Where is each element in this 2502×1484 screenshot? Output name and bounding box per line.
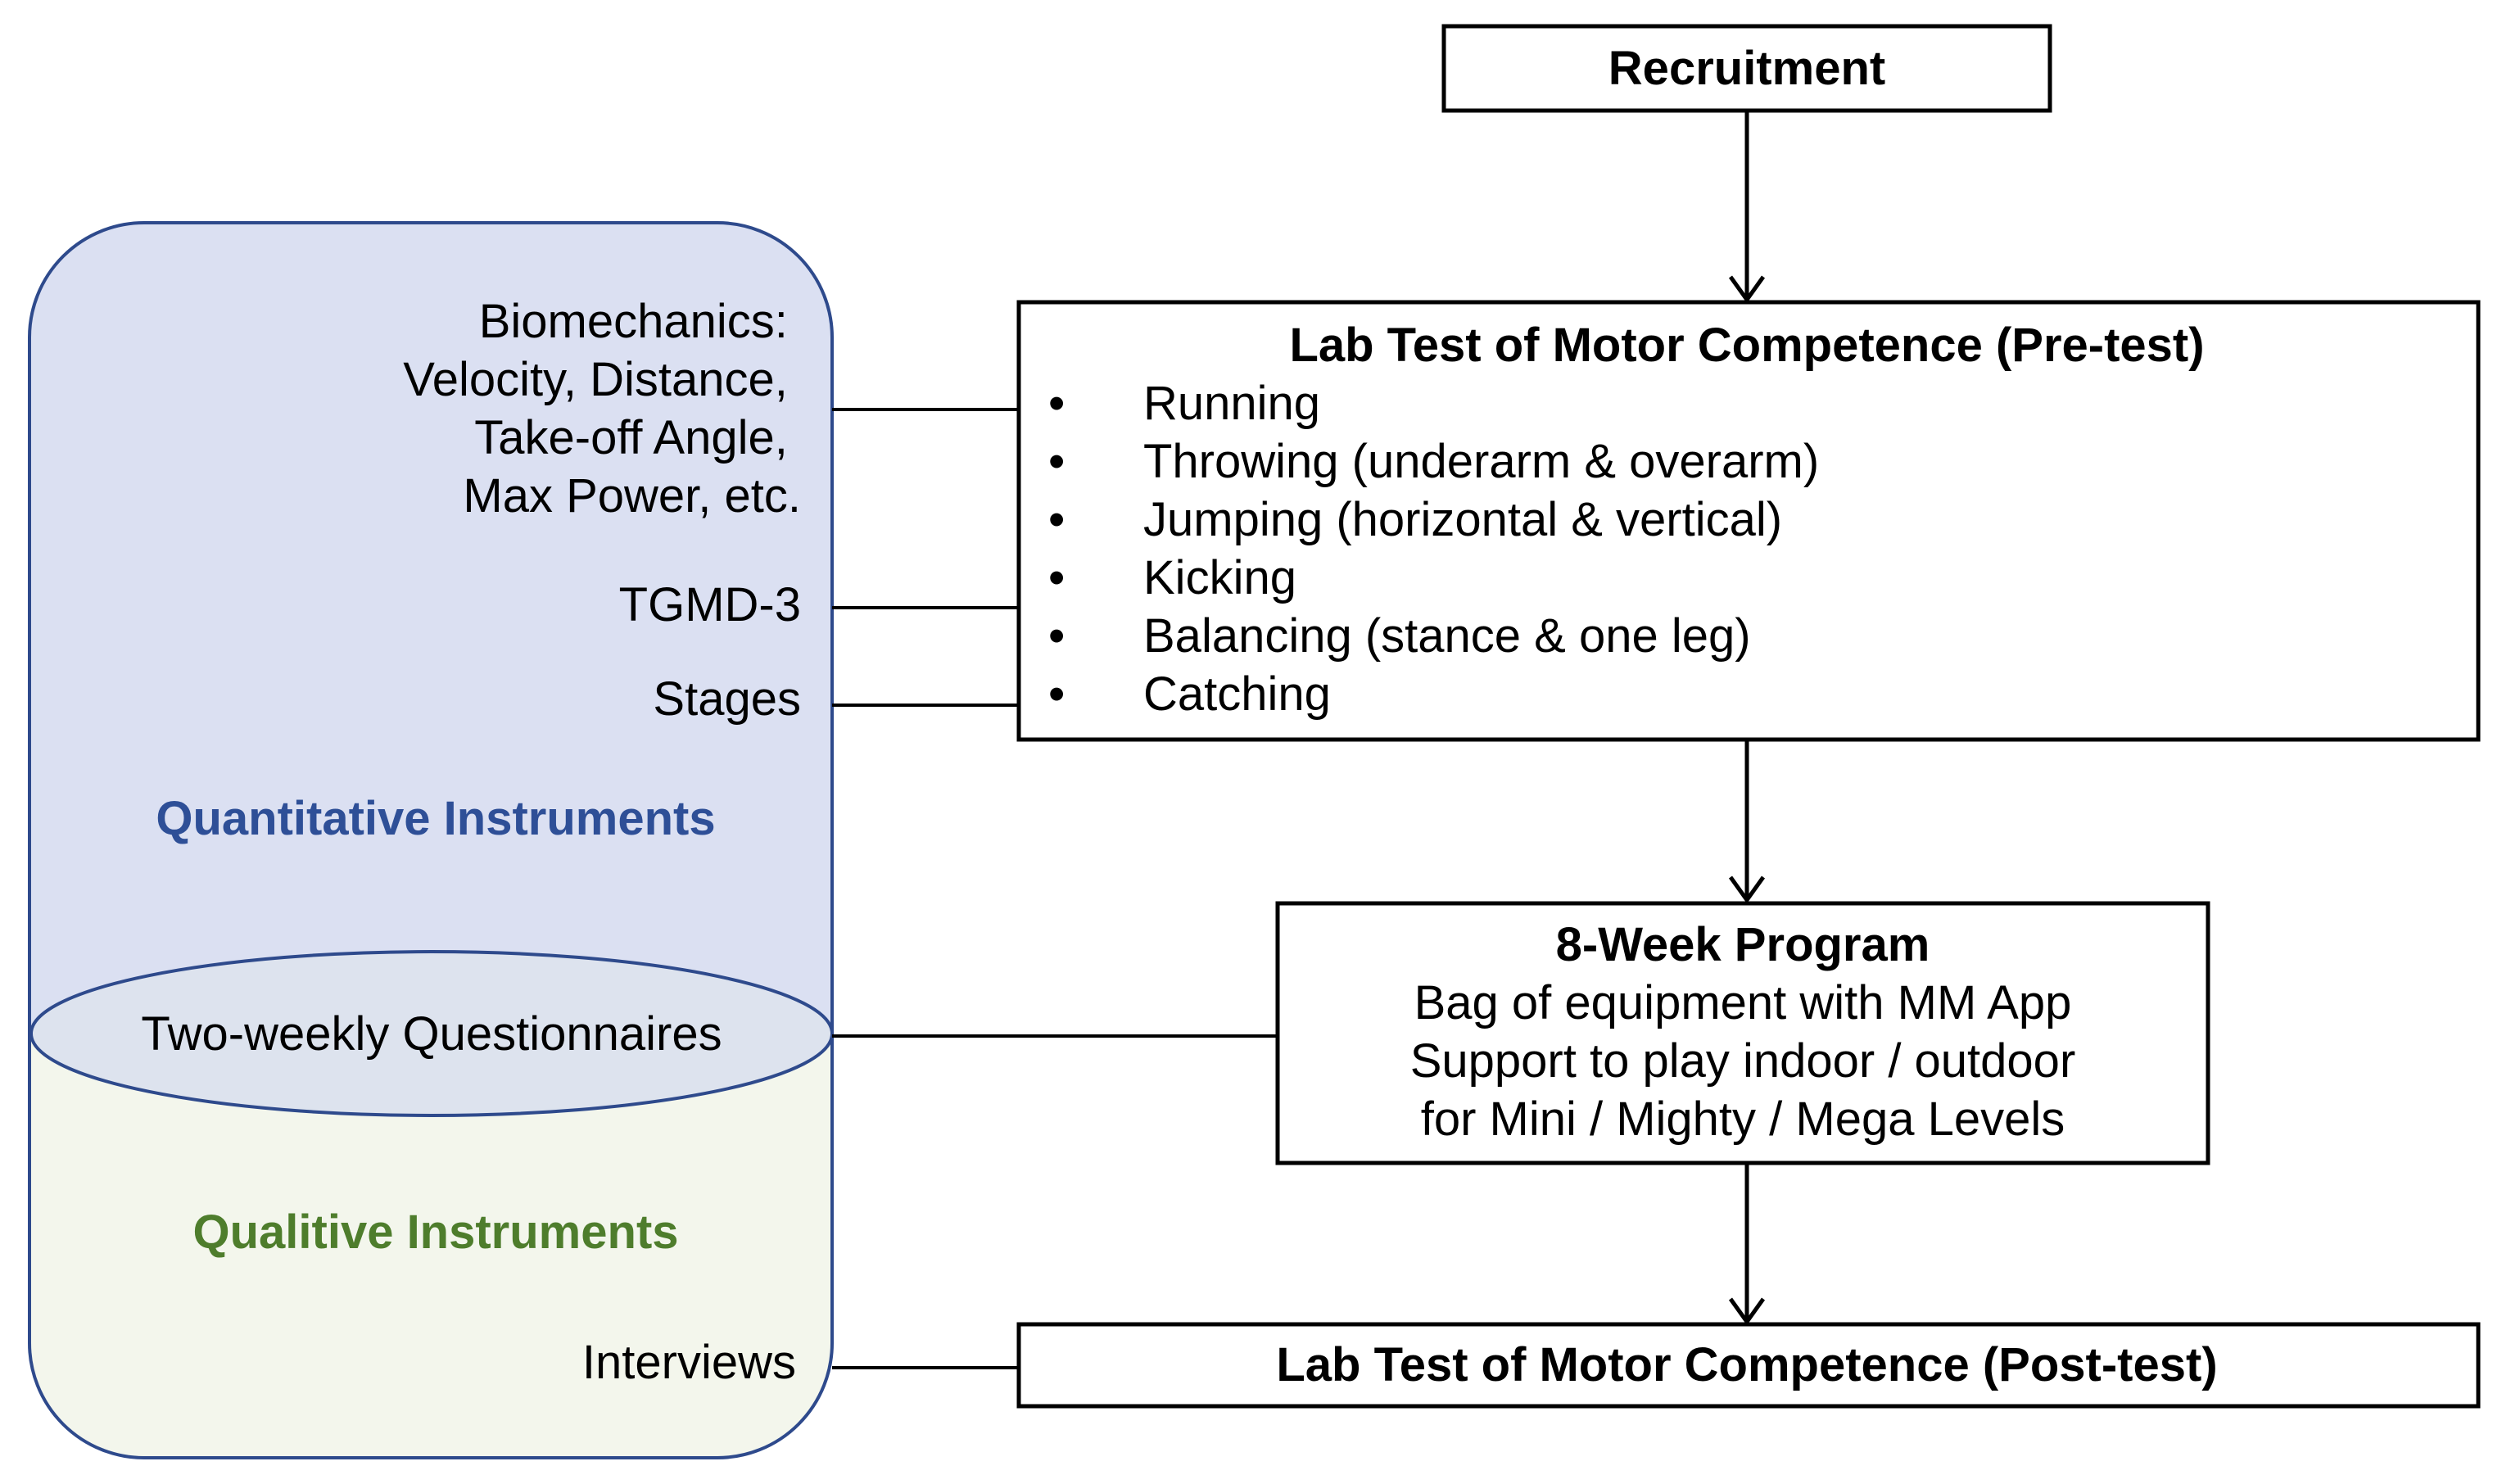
- program-title: 8-Week Program: [1556, 918, 1930, 971]
- bullet-icon: •: [1048, 435, 1065, 488]
- pretest-title: Lab Test of Motor Competence (Pre-test): [1289, 319, 2204, 372]
- pretest-item: Catching: [1143, 667, 1331, 721]
- tgmd-label: TGMD-3: [619, 578, 801, 631]
- qualitative-instruments-label: Qualitive Instruments: [192, 1206, 678, 1259]
- pretest-item: Jumping (horizontal & vertical): [1143, 493, 1782, 546]
- program-line: Support to play indoor / outdoor: [1410, 1034, 2076, 1088]
- questionnaires-ellipse: [29, 950, 834, 1117]
- interviews-label: Interviews: [582, 1336, 796, 1389]
- pretest-item: Balancing (stance & one leg): [1143, 609, 1751, 663]
- arrowhead-icon: [1728, 1297, 1766, 1326]
- recruitment-title: Recruitment: [1608, 42, 1885, 95]
- arrowhead-icon: [1728, 275, 1766, 304]
- program-box: 8-Week Program Bag of equipment with MM …: [1275, 901, 2210, 1165]
- instruments-panel: Biomechanics: Velocity, Distance, Take-o…: [28, 221, 834, 1459]
- program-line: for Mini / Mighty / Mega Levels: [1421, 1093, 2065, 1146]
- bullet-icon: •: [1048, 377, 1065, 430]
- pretest-box: Lab Test of Motor Competence (Pre-test) …: [1016, 300, 2481, 742]
- posttest-title: Lab Test of Motor Competence (Post-test): [1276, 1338, 2217, 1391]
- pretest-item: Running: [1143, 377, 1320, 430]
- bullet-icon: •: [1048, 551, 1065, 604]
- quantitative-instruments-label: Quantitative Instruments: [156, 792, 715, 845]
- program-line: Bag of equipment with MM App: [1414, 976, 2072, 1029]
- stages-label: Stages: [653, 672, 801, 726]
- biomechanics-text: Biomechanics: Velocity, Distance, Take-o…: [403, 295, 801, 523]
- biomechanics-line: Take-off Angle,: [474, 411, 788, 464]
- flow-arrows: [1728, 111, 1766, 1326]
- pretest-item: Kicking: [1143, 551, 1296, 604]
- recruitment-box: Recruitment: [1441, 24, 2052, 113]
- bullet-icon: •: [1048, 493, 1065, 546]
- biomechanics-line: Max Power, etc.: [463, 469, 801, 523]
- quantitative-region: [29, 223, 832, 1034]
- biomechanics-line: Velocity, Distance,: [403, 353, 788, 406]
- instruments-panel-border: [28, 221, 834, 1459]
- pretest-items: • Running • Throwing (underarm & overarm…: [1048, 377, 1819, 721]
- pretest-item: Throwing (underarm & overarm): [1143, 435, 1819, 488]
- connectors: [832, 408, 1278, 1369]
- posttest-box: Lab Test of Motor Competence (Post-test): [1016, 1322, 2481, 1409]
- questionnaires-label: Two-weekly Questionnaires: [141, 1007, 722, 1061]
- biomechanics-line: Biomechanics:: [479, 295, 788, 348]
- bullet-icon: •: [1048, 609, 1065, 663]
- arrowhead-icon: [1728, 875, 1766, 904]
- bullet-icon: •: [1048, 667, 1065, 721]
